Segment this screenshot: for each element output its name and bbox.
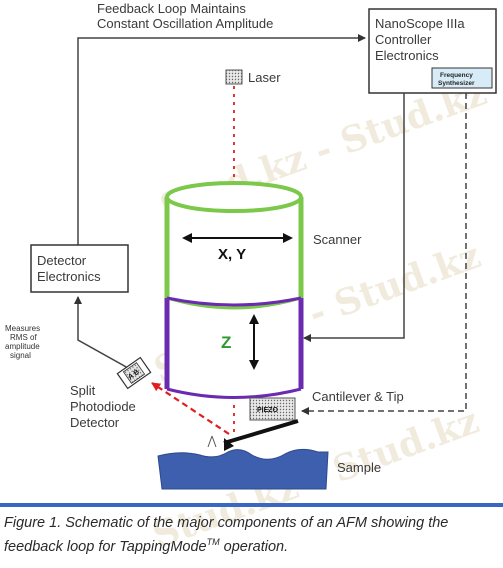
controller-label-line2: Controller — [375, 32, 432, 47]
photodiode-label-line2: Photodiode — [70, 399, 136, 414]
caption-main: Figure 1. Schematic of the major compone… — [4, 515, 449, 555]
measures-label-line3: amplitude — [5, 342, 40, 351]
cantilever-label: Cantilever & Tip — [312, 389, 404, 404]
detector-electronics-box — [30, 244, 129, 293]
controller-label-line1: NanoScope IIIa — [375, 16, 465, 31]
synth-label-line1: Frequency — [440, 72, 473, 79]
photodiode-to-detector-wire — [74, 296, 129, 369]
cantilever — [223, 419, 299, 445]
measures-label-line2: RMS of — [10, 333, 37, 342]
sample-surface — [157, 448, 329, 490]
z-arrow-down-head — [249, 360, 259, 370]
feedback-label-line1: Feedback Loop Maintains — [97, 1, 246, 16]
controller-to-z-wire — [303, 93, 405, 342]
feedback-wire — [77, 34, 366, 245]
detector-label-line2: Electronics — [37, 269, 101, 284]
controller-label-line3: Electronics — [375, 48, 439, 63]
cantilever-tip — [224, 438, 234, 451]
laser-source — [225, 69, 243, 85]
laser-label: Laser — [248, 70, 281, 85]
reflected-beam — [151, 382, 230, 435]
piezo-block — [249, 397, 296, 421]
synth-label-line2: Synthesizer — [438, 80, 475, 87]
measures-label-line4: signal — [10, 351, 31, 360]
z-arrow-up-head — [249, 314, 259, 324]
xy-label: X, Y — [218, 246, 246, 263]
feedback-label-line2: Constant Oscillation Amplitude — [97, 16, 273, 31]
sample-label: Sample — [337, 460, 381, 475]
figure-caption: Figure 1. Schematic of the major compone… — [4, 514, 500, 557]
detector-label-line1: Detector — [37, 253, 87, 268]
measures-label-line1: Measures — [5, 324, 40, 333]
photodiode-label-line1: Split — [70, 383, 96, 398]
caption-end: operation. — [219, 538, 289, 555]
frequency-synthesizer-box — [431, 67, 493, 89]
split-photodiode: A B — [116, 356, 152, 390]
caption-tm: TM — [206, 537, 220, 547]
xy-arrow-right-head — [283, 233, 293, 243]
piezo-label: PIEZO — [257, 407, 279, 414]
tip-oscillation-mark — [207, 435, 217, 448]
scanner — [164, 181, 304, 399]
xy-arrow-left-head — [182, 233, 192, 243]
photodiode-label-line3: Detector — [70, 415, 120, 430]
scanner-label: Scanner — [313, 232, 362, 247]
z-label: Z — [221, 333, 231, 352]
synth-to-piezo-wire — [301, 93, 467, 415]
